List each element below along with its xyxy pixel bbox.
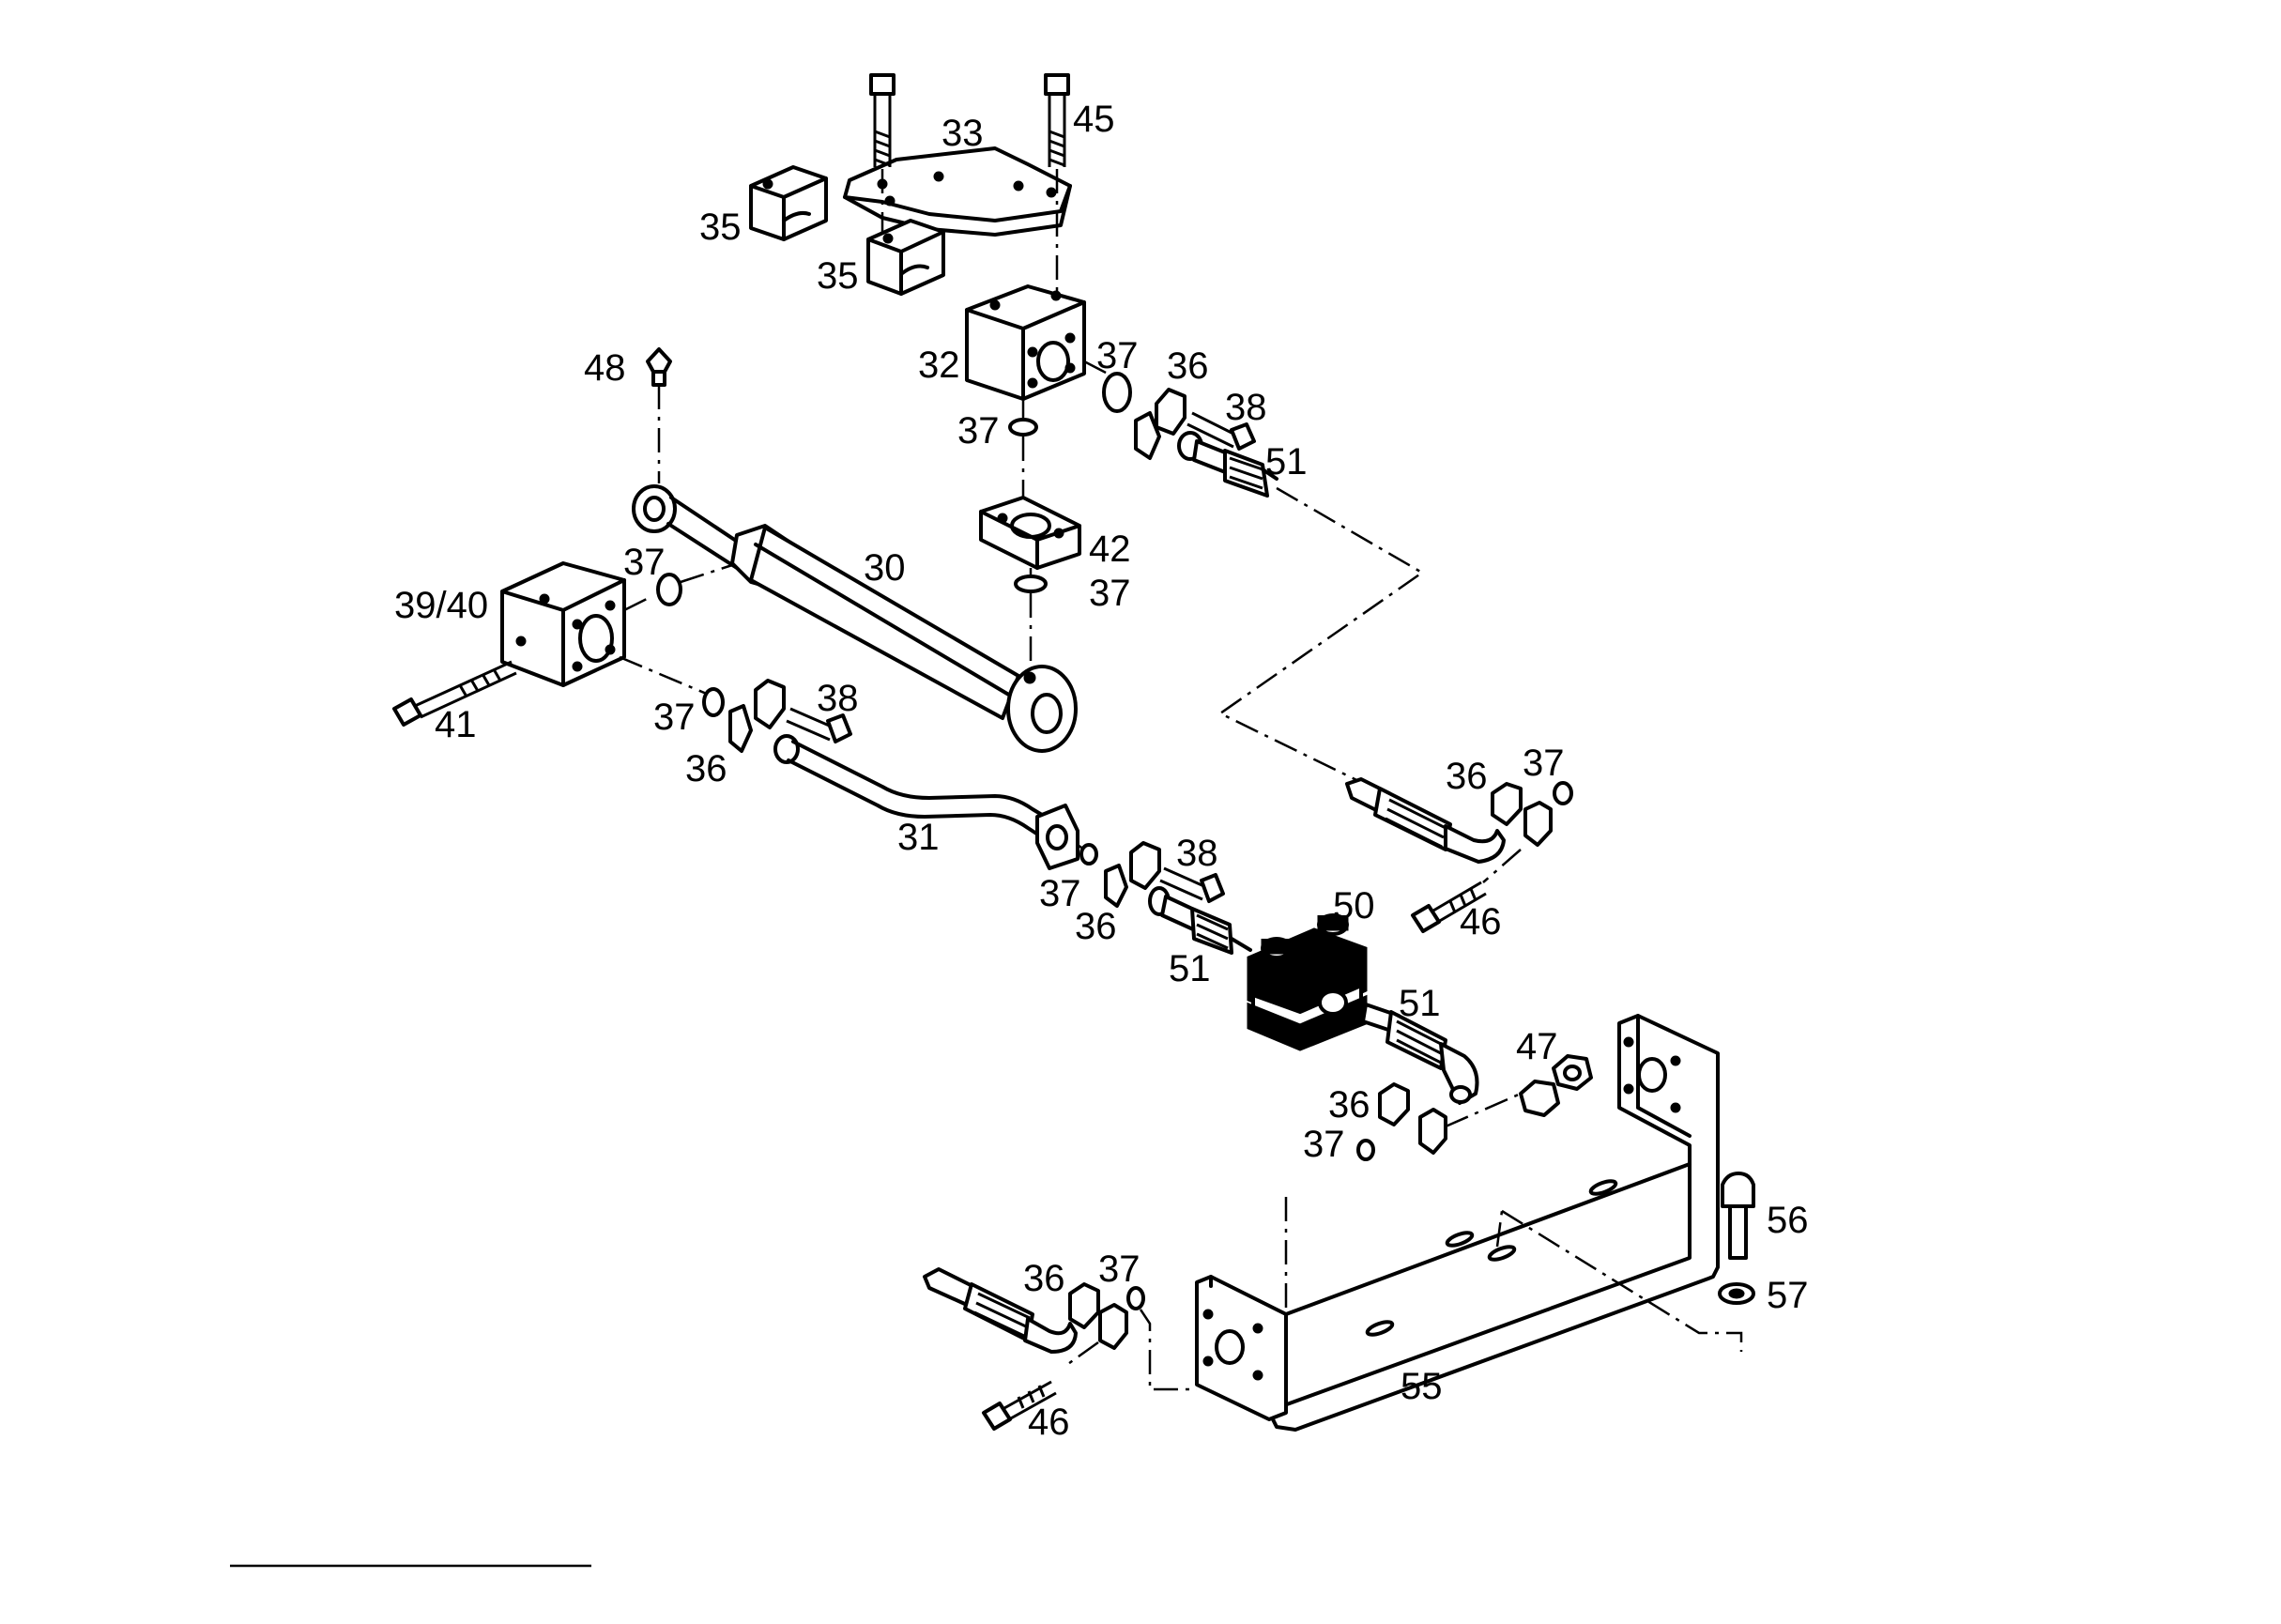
seal-ring-37-lower-left <box>1126 1286 1145 1310</box>
flange-42 <box>979 496 1081 570</box>
bolt-56 <box>1721 1172 1755 1260</box>
clamp-36-right-upper <box>1491 782 1553 847</box>
callout-37-lower-left: 37 <box>1098 1249 1140 1290</box>
seal-ring-37-mid <box>1079 843 1098 866</box>
callout-50: 50 <box>1333 885 1375 927</box>
nut-47 <box>1519 1054 1593 1117</box>
callout-51-right: 51 <box>1399 983 1441 1024</box>
clamp-half-35-upper <box>749 165 828 241</box>
callout-30: 30 <box>864 547 906 589</box>
clamp-block-50 <box>1247 913 1368 1051</box>
bolt-41 <box>392 660 517 727</box>
callout-37-top: 37 <box>957 410 1000 452</box>
callout-37-mid: 37 <box>1039 873 1081 914</box>
callout-33: 33 <box>941 113 984 154</box>
callout-38-left: 38 <box>817 678 859 719</box>
callout-36-right-upper: 36 <box>1446 756 1488 797</box>
callout-37-block32: 37 <box>1096 335 1139 376</box>
callout-35-upper: 35 <box>699 207 742 248</box>
bolt-45-right <box>1044 73 1070 167</box>
clamp-half-35-lower <box>866 219 945 296</box>
seal-ring-37-flange <box>1014 575 1048 593</box>
callout-46-upper: 46 <box>1460 901 1502 942</box>
callout-42: 42 <box>1089 529 1131 570</box>
block-39-40 <box>500 561 626 687</box>
clamp-36-top <box>1134 388 1186 460</box>
bolt-46-upper <box>1411 881 1487 933</box>
hose-fitting-51-right <box>1361 1003 1479 1105</box>
callout-47: 47 <box>1516 1026 1558 1067</box>
callout-38-top: 38 <box>1225 387 1267 428</box>
bolt-45-left <box>869 73 896 167</box>
callout-37-lower-right: 37 <box>1303 1124 1345 1165</box>
pipe-31 <box>773 734 1079 870</box>
hose-fitting-51-top <box>1177 431 1278 498</box>
hydraulic-cylinder-30 <box>632 484 1078 753</box>
callout-48: 48 <box>584 347 626 389</box>
callout-45: 45 <box>1073 99 1115 140</box>
callout-56: 56 <box>1767 1200 1809 1241</box>
callout-46-lower: 46 <box>1028 1402 1070 1443</box>
seal-ring-37-top <box>1008 418 1038 437</box>
seal-ring-37-block39 <box>656 573 682 606</box>
callout-35-lower: 35 <box>817 255 859 297</box>
bolt-38-top <box>1186 411 1256 451</box>
callout-31: 31 <box>897 817 940 858</box>
hose-assembly-51-right-upper <box>1345 777 1506 864</box>
callout-37-flange: 37 <box>1089 573 1131 614</box>
seal-ring-37-lower-right <box>1356 1139 1375 1161</box>
callout-57: 57 <box>1767 1275 1809 1316</box>
mounting-plate-33 <box>843 146 1072 237</box>
callout-36-top: 36 <box>1167 345 1209 387</box>
clamp-36-lower-right <box>1378 1082 1447 1155</box>
callout-51-mid: 51 <box>1169 948 1211 989</box>
bolt-38-left <box>786 707 852 743</box>
callout-41: 41 <box>435 704 477 745</box>
clamp-36-left <box>728 679 786 753</box>
bolt-46-lower <box>982 1380 1057 1431</box>
callout-51-top: 51 <box>1265 441 1308 483</box>
seal-ring-37-right-upper <box>1553 781 1573 805</box>
bolt-38-mid <box>1159 866 1225 903</box>
callout-36-lower-right: 36 <box>1328 1084 1370 1126</box>
pin-48 <box>646 347 672 387</box>
seal-ring-37-block32 <box>1102 372 1132 413</box>
clamp-36-mid <box>1104 841 1161 908</box>
callout-36-lower-left: 36 <box>1023 1258 1065 1299</box>
clamp-36-lower-left <box>1068 1282 1128 1350</box>
callout-36-mid: 36 <box>1075 906 1117 947</box>
callout-32: 32 <box>918 345 960 386</box>
callout-37-block39: 37 <box>623 542 666 583</box>
seal-ring-37-left <box>702 687 725 717</box>
hose-assembly-lower-left <box>923 1267 1078 1354</box>
block-32 <box>965 284 1086 401</box>
callout-38-mid: 38 <box>1176 833 1218 874</box>
hose-fitting-51-mid <box>1148 886 1252 955</box>
bracket-55 <box>1195 1014 1720 1432</box>
callout-36-left: 36 <box>685 748 727 789</box>
callout-39-40: 39/40 <box>394 585 488 626</box>
callout-37-left: 37 <box>653 697 696 738</box>
callout-37-right-upper: 37 <box>1523 743 1565 784</box>
callout-55: 55 <box>1401 1366 1443 1407</box>
